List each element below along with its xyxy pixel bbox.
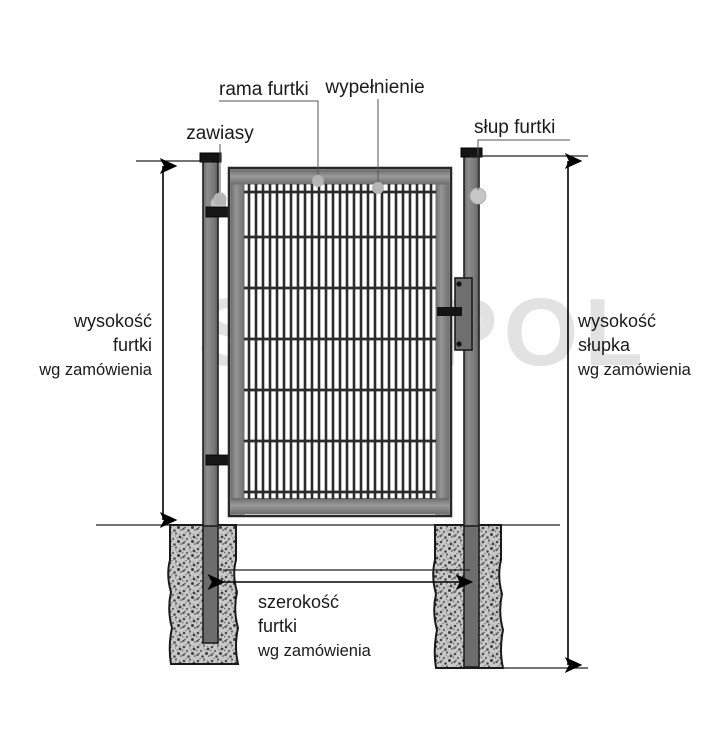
label-post-text: słup furtki	[474, 117, 555, 138]
dim-post-height-line1: wysokość	[577, 311, 656, 331]
label-infill-text: wypełnienie	[324, 77, 424, 98]
frame-stile-right	[435, 169, 450, 515]
label-frame-text: rama furtki	[219, 79, 309, 100]
dimension-gate-height: wysokość furtki wg zamówienia	[38, 158, 212, 528]
gate-post-left	[199, 152, 222, 644]
frame-rail-top	[230, 169, 450, 185]
dim-gate-width-line1: szerokość	[258, 592, 339, 612]
dim-gate-width-line3: wg zamówienia	[257, 642, 372, 660]
dim-post-height-line2: słupka	[578, 335, 631, 355]
frame-stile-left	[230, 169, 245, 515]
gate-handle	[437, 307, 462, 316]
dim-gate-height-line2: furtki	[113, 335, 152, 355]
dimension-gate-width: szerokość furtki wg zamówienia	[207, 569, 474, 660]
dimension-post-height: wysokość słupka wg zamówienia	[470, 153, 692, 673]
label-frame: rama furtki	[219, 79, 324, 187]
label-hinges: zawiasy	[186, 123, 254, 206]
dim-gate-height-line3: wg zamówienia	[38, 361, 153, 379]
frame-rail-bottom	[230, 498, 450, 514]
gate-leaf	[227, 166, 473, 518]
label-post: słup furtki	[474, 117, 570, 190]
label-infill: wypełnienie	[324, 77, 425, 194]
dim-post-height-line3: wg zamówienia	[577, 361, 692, 379]
dim-gate-width-line2: furtki	[258, 616, 297, 636]
gate-lock	[437, 277, 473, 351]
gate-infill-mesh	[244, 184, 436, 499]
label-hinges-text: zawiasy	[186, 123, 254, 144]
dim-gate-height-line1: wysokość	[73, 311, 152, 331]
